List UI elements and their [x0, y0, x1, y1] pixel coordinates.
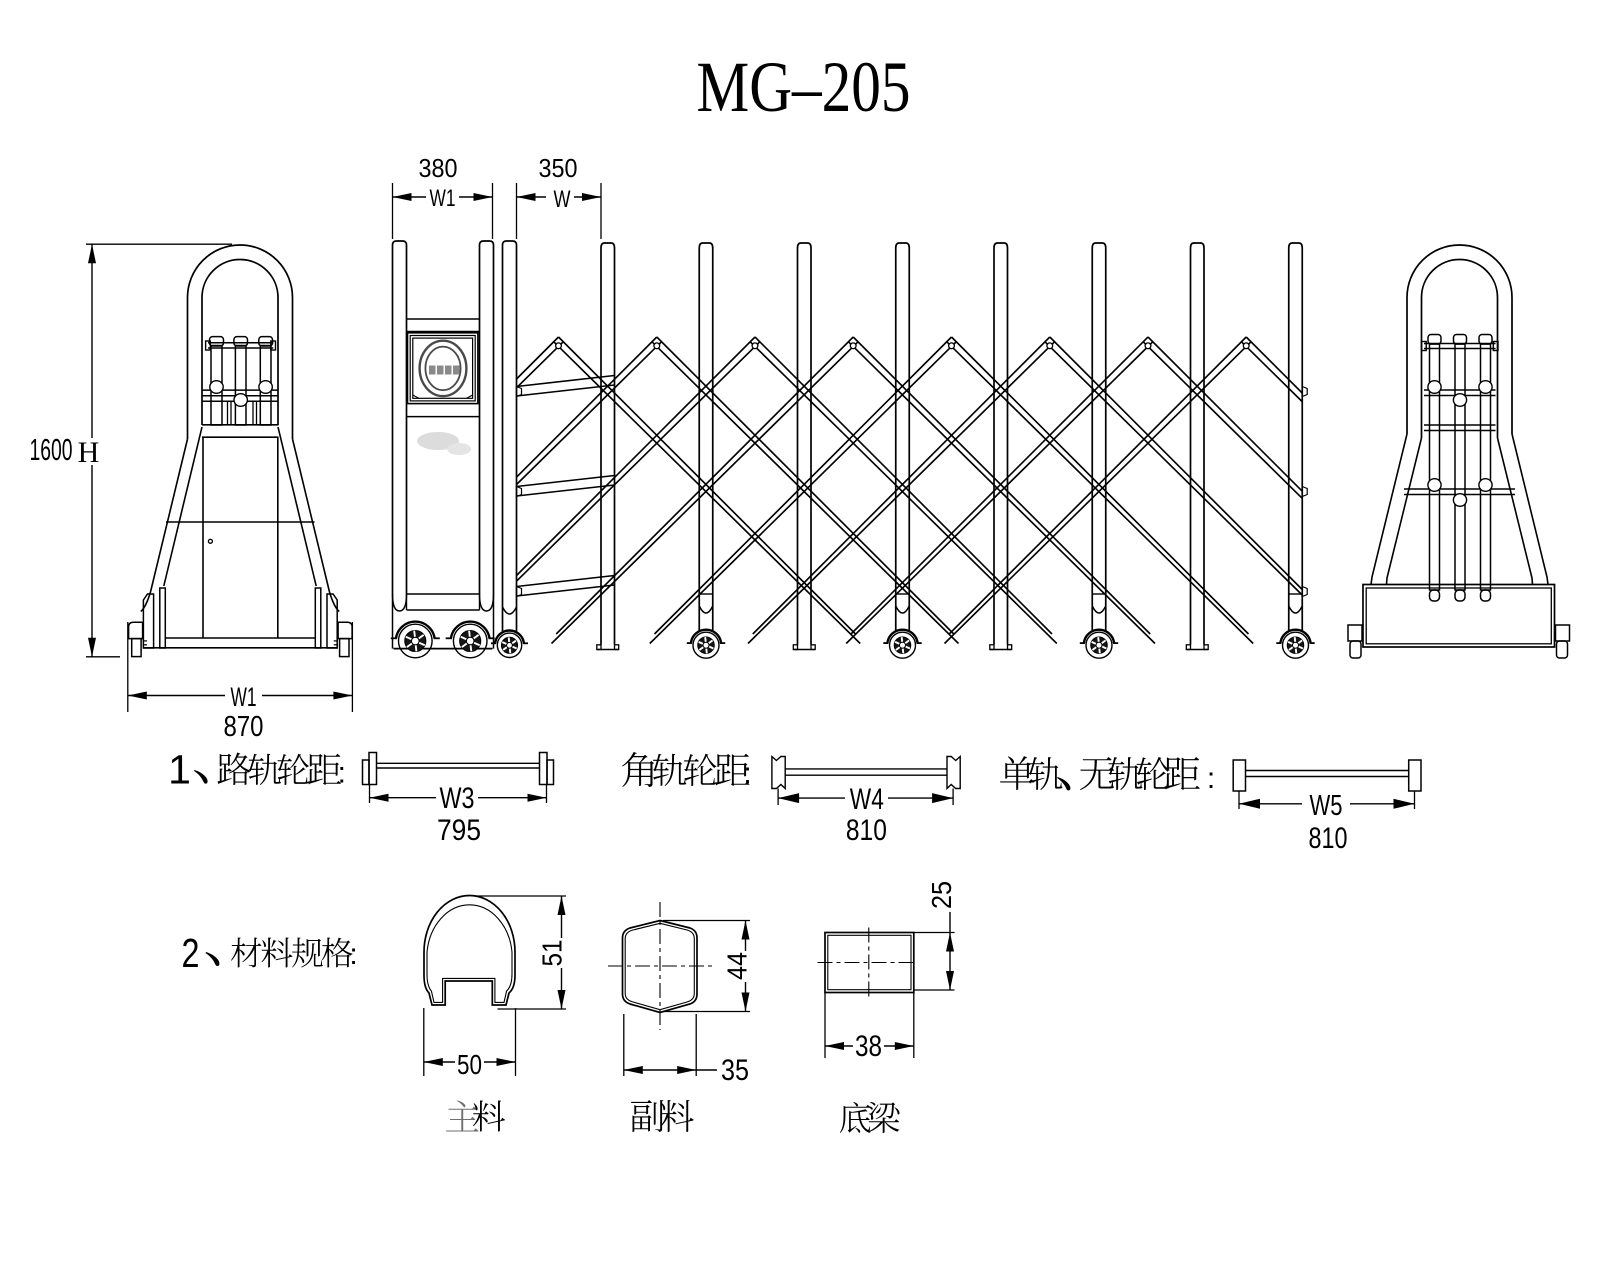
svg-text:W4: W4 [850, 783, 884, 816]
svg-text:35: 35 [721, 1054, 749, 1087]
svg-text:W3: W3 [440, 782, 475, 815]
svg-text::: : [349, 938, 357, 971]
svg-text:810: 810 [846, 814, 887, 847]
svg-text:MG–205: MG–205 [697, 47, 911, 127]
svg-text:50: 50 [457, 1049, 482, 1080]
svg-text:380: 380 [419, 153, 458, 183]
svg-text:38: 38 [855, 1030, 882, 1063]
svg-text::: : [743, 757, 751, 790]
svg-text:870: 870 [224, 711, 264, 743]
svg-text:795: 795 [437, 814, 481, 847]
svg-text::: : [1207, 762, 1215, 795]
svg-text:H: H [78, 436, 100, 469]
svg-text:2: 2 [182, 930, 200, 976]
svg-text:44: 44 [722, 952, 753, 980]
svg-text:W: W [554, 186, 571, 213]
svg-text:W5: W5 [1310, 790, 1343, 822]
svg-text:1: 1 [168, 747, 191, 793]
svg-text:25: 25 [926, 881, 957, 909]
svg-text:W1: W1 [231, 682, 257, 712]
svg-text:W1: W1 [430, 185, 456, 212]
svg-text:51: 51 [537, 940, 568, 967]
svg-text:810: 810 [1309, 822, 1348, 855]
svg-text:350: 350 [539, 153, 578, 183]
svg-text:1600: 1600 [30, 432, 73, 467]
svg-text::: : [338, 757, 346, 790]
